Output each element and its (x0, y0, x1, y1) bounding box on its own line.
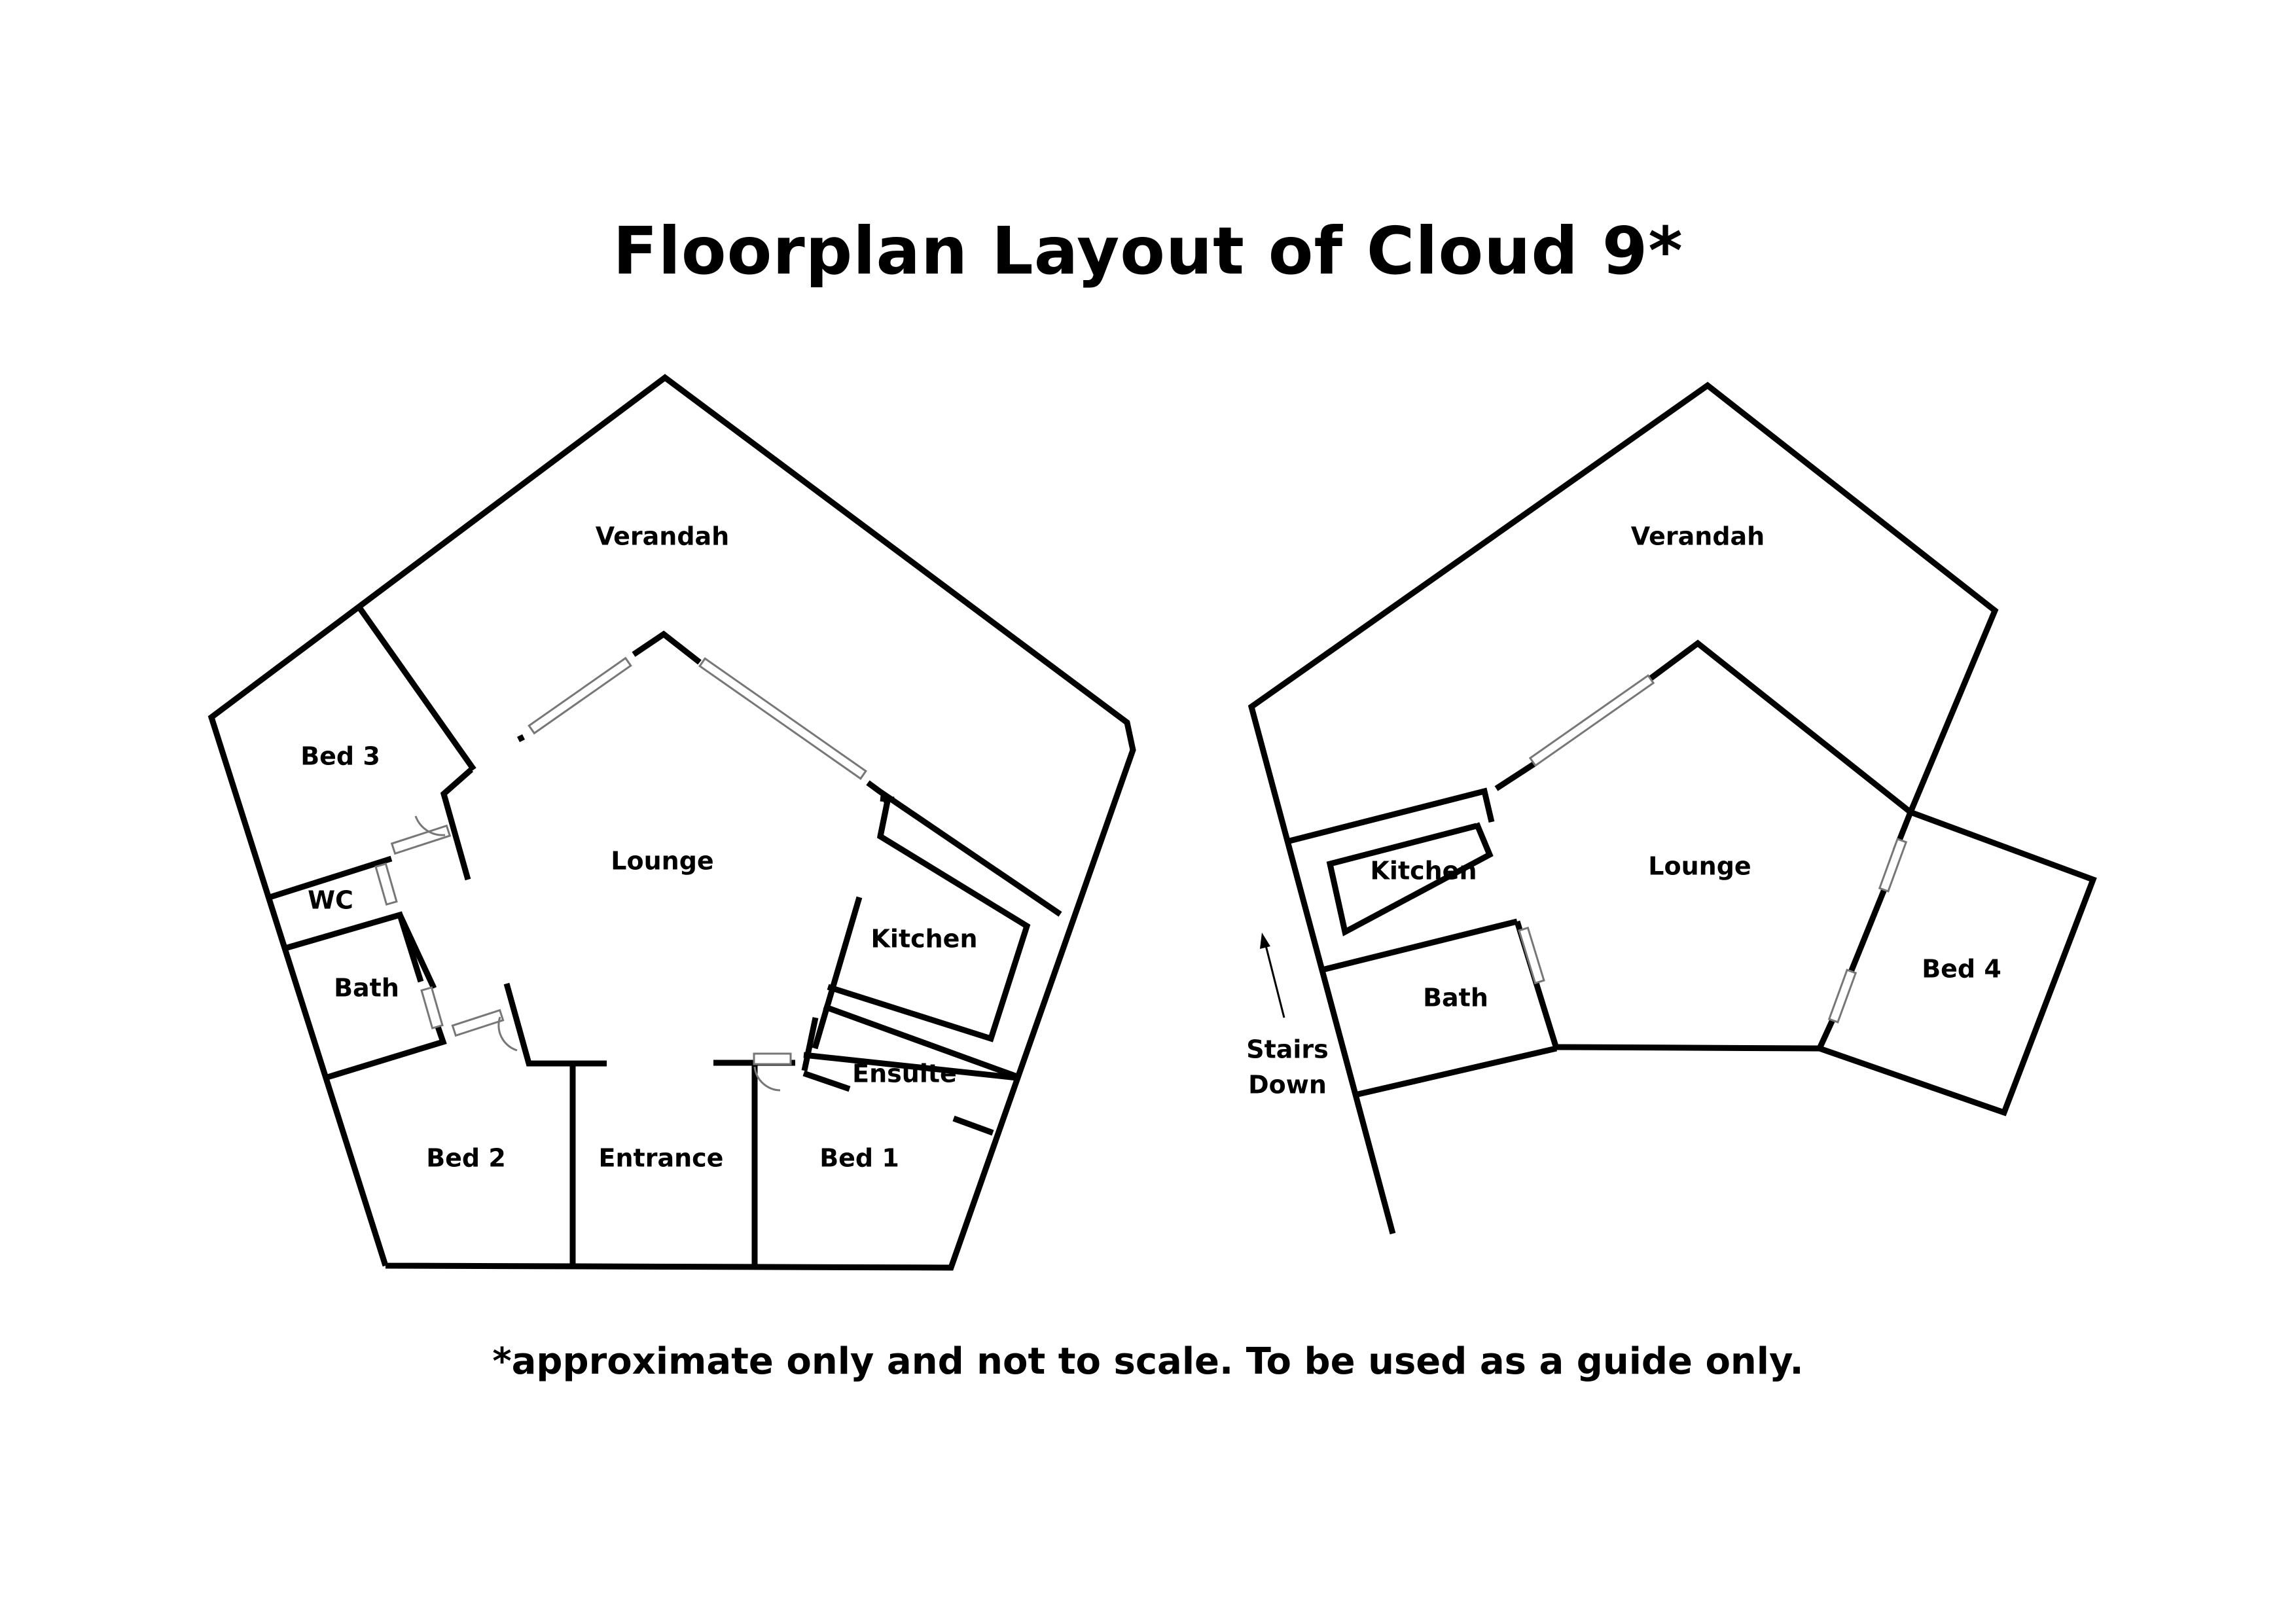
left-lounge-wall-left (440, 767, 473, 881)
left-door-wc (374, 863, 398, 906)
left-label-bed3: Bed 3 (300, 742, 380, 771)
left-lounge-apex (632, 630, 702, 665)
left-kitchen-bottom (823, 1003, 1018, 1080)
right-label-kitchen: Kitchen (1370, 857, 1477, 885)
left-window-lounge-left (528, 656, 632, 735)
left-door-ensuite (753, 1052, 792, 1065)
left-door-bed3-swing (414, 815, 446, 836)
left-lounge-lower-left (503, 982, 607, 1067)
left-lounge-wall-top (516, 734, 526, 743)
right-kitchen-top (1288, 787, 1495, 844)
right-label-bath: Bath (1423, 984, 1488, 1012)
right-kitchen-bottom (1323, 918, 1518, 972)
left-bath-wall (397, 914, 437, 990)
right-kitchen-counter (1326, 822, 1494, 936)
left-ensuite-top (803, 1052, 1018, 1081)
left-door-ensuite-swing (753, 1066, 781, 1092)
right-lounge-bottom (1556, 1044, 1820, 1052)
page-title: Floorplan Layout of Cloud 9* (613, 213, 1683, 289)
left-kitchen-wall (812, 896, 863, 1050)
left-floorplan: Verandah Bed 3 Lounge Kitchen WC Bath En… (207, 374, 1136, 1271)
right-window-bath (1518, 926, 1545, 985)
left-ensuite-vert (801, 1017, 819, 1071)
left-door-lounge-lower (451, 1008, 505, 1037)
left-window-lounge-right (698, 657, 867, 780)
right-bed4-wall (1818, 809, 2097, 1116)
right-stairs-arrow (1263, 940, 1285, 1018)
right-floorplan: Verandah Kitchen Lounge Bath Bed 4 Stair… (1246, 382, 2097, 1235)
footnote: *approximate only and not to scale. To b… (492, 1340, 1804, 1383)
left-door-bed3 (390, 824, 452, 855)
left-label-bed2: Bed 2 (426, 1144, 506, 1173)
left-wc-top (268, 855, 393, 901)
right-label-verandah: Verandah (1631, 522, 1765, 551)
left-outer-wall (207, 374, 1136, 1271)
left-label-verandah: Verandah (596, 522, 729, 551)
left-label-entrance: Entrance (599, 1144, 724, 1173)
left-label-wc: WC (308, 886, 353, 915)
left-label-lounge: Lounge (611, 847, 713, 876)
left-label-kitchen: Kitchen (870, 925, 977, 954)
left-door-lounge-swing (497, 1016, 518, 1052)
right-lounge-right-mid (1846, 885, 1889, 976)
left-label-bed1: Bed 1 (819, 1144, 899, 1173)
right-lounge-apex (1647, 639, 1912, 815)
left-lounge-right (866, 780, 1062, 917)
right-window-lounge (1528, 674, 1655, 767)
right-label-down: Down (1248, 1071, 1327, 1099)
left-kitchen-counter (827, 797, 1031, 1043)
right-window-bed4-upper (1878, 838, 1908, 893)
left-door-bath (420, 986, 444, 1029)
left-ensuite-stub (802, 1070, 851, 1092)
left-bed3-divider (355, 603, 476, 772)
left-wc-bottom (281, 911, 424, 983)
right-stairs-arrowhead (1260, 933, 1270, 949)
left-label-bath: Bath (334, 974, 399, 1003)
left-bath-bottom (324, 1020, 447, 1081)
right-lounge-top-left (1494, 760, 1537, 791)
right-bath-bottom (1357, 1045, 1558, 1097)
right-label-lounge: Lounge (1648, 852, 1751, 881)
right-outer-wall (1247, 382, 1999, 1235)
right-label-stairs: Stairs (1246, 1035, 1329, 1064)
left-ensuite-bottom (952, 1115, 994, 1136)
right-window-bed4-lower (1827, 969, 1857, 1024)
left-label-ensuite: Ensuite (852, 1060, 957, 1088)
right-label-bed4: Bed 4 (1922, 955, 2001, 984)
